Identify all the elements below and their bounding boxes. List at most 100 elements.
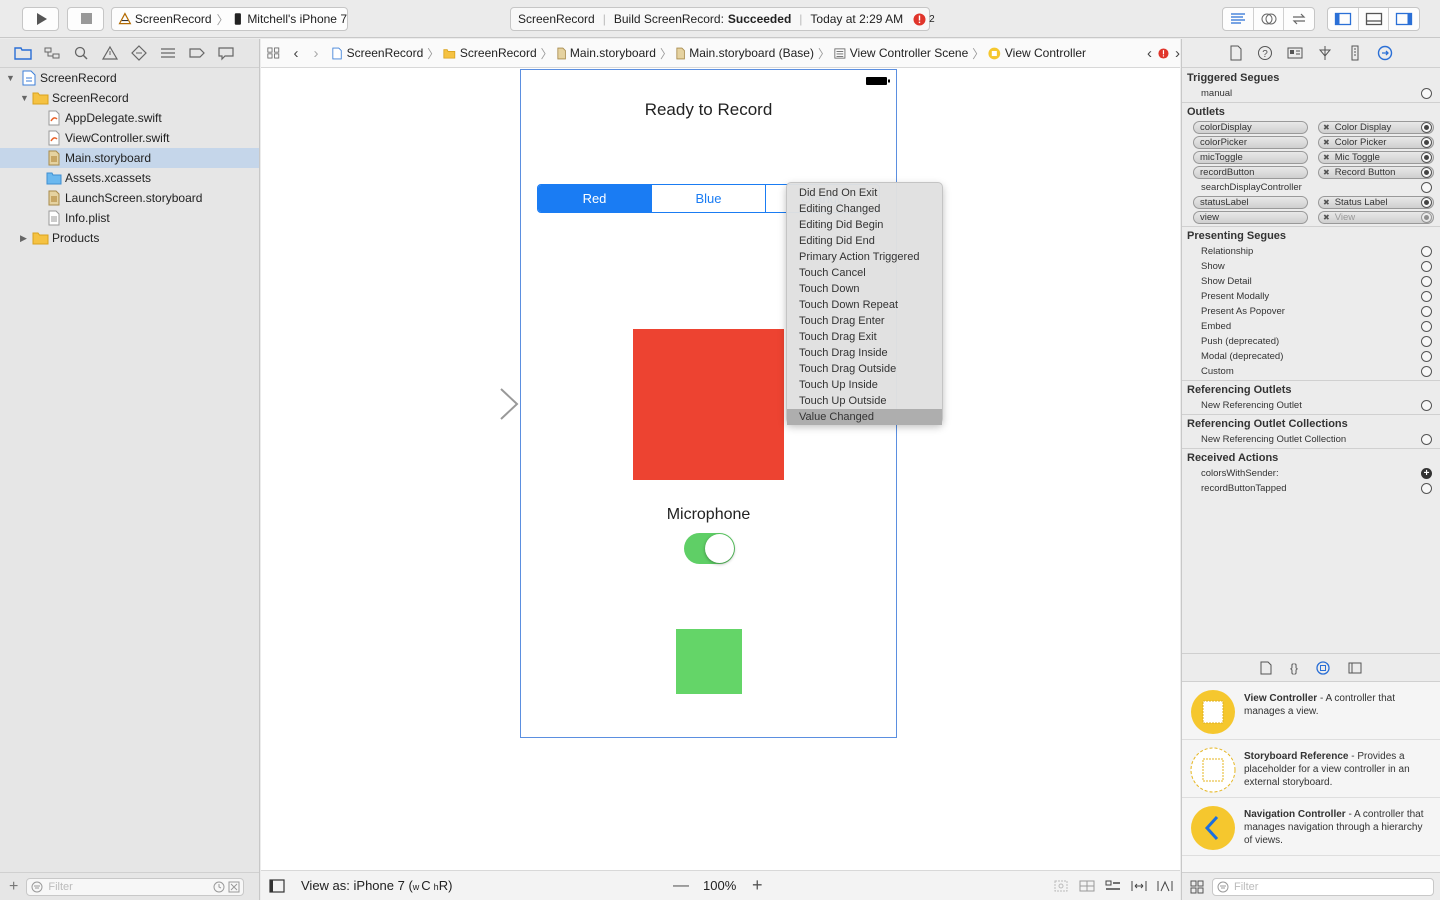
- menu-item[interactable]: Touch Down Repeat: [799, 299, 899, 311]
- menu-item[interactable]: Touch Up Outside: [799, 395, 887, 407]
- library-item-navigation-controller[interactable]: Navigation Controller - A controller tha…: [1182, 798, 1440, 856]
- toggle-debug-button[interactable]: [1359, 8, 1390, 30]
- mic-toggle-switch[interactable]: [684, 533, 735, 564]
- warning-icon[interactable]: [101, 45, 119, 61]
- grid-view-icon[interactable]: [1190, 880, 1204, 894]
- update-frames-icon[interactable]: [1053, 879, 1069, 893]
- previous-issue-icon[interactable]: ‹: [1147, 44, 1153, 62]
- document-outline-toggle-icon[interactable]: [269, 878, 285, 893]
- symbol-tab-icon[interactable]: [43, 45, 61, 61]
- align-icon[interactable]: [1131, 879, 1147, 893]
- connections-inspector-icon[interactable]: [1377, 45, 1393, 61]
- stack-icon[interactable]: [1105, 879, 1121, 893]
- menu-item[interactable]: Touch Cancel: [799, 267, 866, 279]
- crumb[interactable]: Main.storyboard: [569, 46, 656, 60]
- crumb[interactable]: View Controller Scene: [849, 46, 969, 60]
- test-diamond-icon[interactable]: [130, 45, 148, 61]
- menu-item[interactable]: Touch Drag Enter: [799, 315, 885, 327]
- connection-well[interactable]: [1421, 276, 1432, 287]
- status-label[interactable]: Ready to Record: [644, 100, 773, 119]
- connection-well[interactable]: [1421, 152, 1432, 163]
- file-inspector-icon[interactable]: [1229, 45, 1243, 61]
- navigator-filter-field[interactable]: Filter: [26, 877, 245, 896]
- toggle-navigator-button[interactable]: [1328, 8, 1359, 30]
- editor-mode-control[interactable]: [1222, 7, 1315, 31]
- connection-well[interactable]: [1421, 400, 1432, 411]
- connection-well[interactable]: [1421, 246, 1432, 257]
- stop-button[interactable]: [67, 7, 104, 31]
- connection-well[interactable]: [1421, 182, 1432, 193]
- storyboard-canvas[interactable]: Ready to Record Red Blue Orange Micropho…: [261, 68, 1180, 870]
- connection-well[interactable]: [1421, 197, 1432, 208]
- connection-well[interactable]: [1421, 137, 1432, 148]
- crumb[interactable]: View Controller: [1004, 46, 1087, 60]
- disconnect-x-icon[interactable]: ✖: [1323, 123, 1330, 132]
- panel-toggle-control[interactable]: [1327, 7, 1420, 31]
- forward-arrow-icon[interactable]: ›: [313, 44, 319, 62]
- connection-well[interactable]: [1421, 212, 1432, 223]
- library-item-view-controller[interactable]: View Controller - A controller that mana…: [1182, 682, 1440, 740]
- library-filter-field[interactable]: Filter: [1212, 877, 1434, 896]
- crumb[interactable]: ScreenRecord: [459, 46, 537, 60]
- zoom-out-icon[interactable]: —: [673, 876, 689, 894]
- disclosure-open-icon[interactable]: ▼: [20, 93, 29, 103]
- disconnect-x-icon[interactable]: ✖: [1323, 213, 1330, 222]
- error-badge[interactable]: 2: [913, 13, 935, 26]
- zoom-in-icon[interactable]: +: [752, 875, 763, 895]
- clock-icon[interactable]: [213, 881, 225, 893]
- breakpoint-icon[interactable]: [188, 45, 206, 61]
- segment-red[interactable]: Red: [538, 185, 652, 212]
- code-snippet-icon[interactable]: {}: [1289, 660, 1298, 675]
- color-display-view[interactable]: [633, 329, 784, 480]
- tree-item-file[interactable]: Assets.xcassets: [0, 168, 259, 188]
- menu-item[interactable]: Primary Action Triggered: [799, 251, 920, 263]
- media-library-icon[interactable]: [1348, 661, 1362, 675]
- next-issue-icon[interactable]: ›: [1174, 44, 1180, 62]
- menu-item[interactable]: Touch Drag Outside: [799, 363, 897, 375]
- file-template-icon[interactable]: [1260, 661, 1272, 675]
- assistant-editor-button[interactable]: [1254, 8, 1285, 30]
- menu-item[interactable]: Did End On Exit: [799, 187, 878, 199]
- embed-in-icon[interactable]: [1079, 879, 1095, 893]
- disconnect-x-icon[interactable]: ✖: [1323, 198, 1330, 207]
- search-icon[interactable]: [72, 45, 90, 61]
- tree-item-file[interactable]: LaunchScreen.storyboard: [0, 188, 259, 208]
- tree-item-file-selected[interactable]: Main.storyboard: [0, 148, 259, 168]
- connection-well[interactable]: [1421, 321, 1432, 332]
- report-icon[interactable]: [217, 45, 235, 61]
- initial-view-controller-arrow[interactable]: [419, 386, 529, 426]
- attributes-inspector-icon[interactable]: [1317, 45, 1333, 61]
- disclosure-open-icon[interactable]: ▼: [6, 73, 15, 83]
- tree-item-file[interactable]: Info.plist: [0, 208, 259, 228]
- object-library-icon[interactable]: [1316, 660, 1330, 675]
- menu-item[interactable]: Editing Did End: [799, 235, 875, 247]
- add-connection-icon[interactable]: +: [1421, 468, 1432, 479]
- add-icon[interactable]: +: [9, 877, 19, 895]
- connection-well[interactable]: [1421, 351, 1432, 362]
- crumb[interactable]: Main.storyboard (Base): [689, 46, 814, 60]
- crumb[interactable]: ScreenRecord: [346, 46, 424, 60]
- library-item-storyboard-reference[interactable]: Storyboard Reference - Provides a placeh…: [1182, 740, 1440, 798]
- tree-item-group[interactable]: ▼ ScreenRecord: [0, 88, 259, 108]
- connection-well[interactable]: [1421, 306, 1432, 317]
- resolve-issues-icon[interactable]: [1157, 879, 1173, 893]
- folder-tab-icon[interactable]: [14, 45, 32, 61]
- connection-well[interactable]: [1421, 88, 1432, 99]
- tree-item-group[interactable]: ▶ Products: [0, 228, 259, 248]
- size-inspector-icon[interactable]: [1347, 45, 1363, 61]
- standard-editor-button[interactable]: [1223, 8, 1254, 30]
- disconnect-x-icon[interactable]: ✖: [1323, 138, 1330, 147]
- connection-well[interactable]: [1421, 483, 1432, 494]
- tree-item-file[interactable]: AppDelegate.swift: [0, 108, 259, 128]
- menu-item[interactable]: Editing Did Begin: [799, 219, 884, 231]
- menu-item[interactable]: Value Changed: [787, 409, 942, 425]
- version-editor-button[interactable]: [1284, 8, 1314, 30]
- scm-filter-icon[interactable]: [228, 881, 240, 893]
- microphone-label[interactable]: Microphone: [666, 506, 751, 523]
- back-arrow-icon[interactable]: ‹: [293, 44, 299, 62]
- tree-item-project[interactable]: ▼ ScreenRecord: [0, 68, 259, 88]
- error-icon[interactable]: [1158, 47, 1169, 60]
- disconnect-x-icon[interactable]: ✖: [1323, 153, 1330, 162]
